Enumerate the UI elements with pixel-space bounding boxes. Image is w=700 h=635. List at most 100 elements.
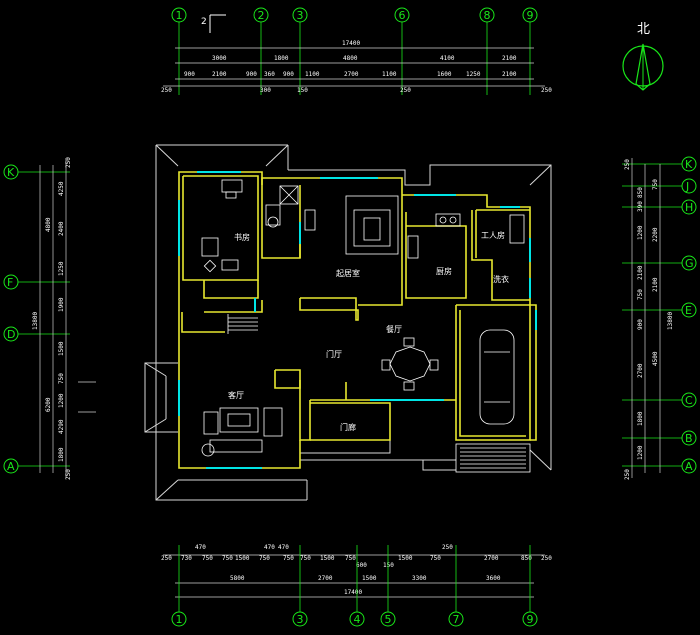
svg-text:E: E	[685, 304, 692, 317]
axis-marker: G	[681, 255, 697, 271]
room-label-dining: 餐厅	[386, 325, 402, 334]
svg-text:3: 3	[297, 613, 304, 626]
room-labels: 书房 起居室 厨房 工人房 洗衣 餐厅 门厅 客厅 门廊	[228, 230, 509, 432]
svg-text:2100: 2100	[637, 265, 644, 280]
svg-text:470: 470	[195, 544, 206, 551]
windows	[178, 171, 537, 469]
svg-text:1200: 1200	[58, 393, 65, 408]
roof-outline	[144, 144, 552, 501]
room-label-maid: 工人房	[481, 230, 505, 240]
svg-text:1: 1	[176, 613, 183, 626]
right-total-dim: 13800	[667, 312, 674, 330]
svg-text:1800: 1800	[274, 55, 289, 62]
room-label-bedroom: 起居室	[336, 268, 360, 278]
svg-text:3: 3	[297, 9, 304, 22]
svg-text:1: 1	[176, 9, 183, 22]
svg-text:730: 730	[181, 555, 192, 562]
svg-text:5: 5	[385, 613, 392, 626]
axis-marker: B	[681, 430, 697, 446]
svg-text:250: 250	[624, 159, 631, 170]
svg-text:1250: 1250	[58, 261, 65, 276]
axis-marker: 5	[380, 611, 396, 627]
svg-text:8: 8	[484, 9, 491, 22]
svg-text:300: 300	[260, 87, 271, 94]
svg-text:3000: 3000	[212, 55, 227, 62]
north-arrow: 北	[622, 22, 664, 91]
svg-text:900: 900	[246, 71, 257, 78]
top-total-dim: 17400	[342, 40, 360, 47]
left-total-dim: 13800	[32, 312, 39, 330]
svg-text:A: A	[7, 460, 15, 473]
svg-text:B: B	[685, 432, 693, 445]
svg-text:4800: 4800	[343, 55, 358, 62]
svg-text:2100: 2100	[212, 71, 227, 78]
room-label-foyer: 门厅	[326, 349, 342, 359]
bottom-dimensions: 730 750 750 1500 750 750 750 1500 750 15…	[161, 544, 552, 598]
svg-text:900: 900	[283, 71, 294, 78]
svg-text:750: 750	[259, 555, 270, 562]
svg-text:7: 7	[453, 613, 460, 626]
svg-text:1100: 1100	[382, 71, 397, 78]
svg-text:D: D	[7, 328, 15, 341]
svg-text:9: 9	[527, 9, 534, 22]
axis-marker: A	[681, 458, 697, 474]
svg-text:J: J	[685, 180, 689, 193]
svg-text:1250: 1250	[466, 71, 481, 78]
axis-marker: 1	[171, 611, 187, 627]
svg-text:390: 390	[637, 201, 644, 212]
svg-text:H: H	[685, 201, 693, 214]
axis-marker: 3	[292, 611, 308, 627]
axis-marker: J	[681, 178, 697, 194]
svg-text:2200: 2200	[652, 227, 659, 242]
svg-text:1800: 1800	[637, 411, 644, 426]
walls	[178, 171, 537, 469]
svg-text:750: 750	[430, 555, 441, 562]
svg-text:470: 470	[264, 544, 275, 551]
svg-text:3300: 3300	[412, 575, 427, 582]
room-label-living: 客厅	[228, 390, 244, 400]
svg-text:2700: 2700	[484, 555, 499, 562]
left-dimensions: 13800 4800 6200 4250 2400 1250 1900 1500…	[32, 157, 96, 480]
svg-text:6200: 6200	[45, 397, 52, 412]
svg-text:K: K	[7, 166, 15, 179]
axis-marker: 6	[394, 7, 410, 23]
svg-text:2700: 2700	[344, 71, 359, 78]
right-axis-markers: K J H G E C B A	[622, 156, 697, 474]
svg-text:750: 750	[202, 555, 213, 562]
svg-text:5800: 5800	[230, 575, 245, 582]
axis-marker: F	[3, 274, 19, 290]
svg-text:900: 900	[184, 71, 195, 78]
svg-text:6: 6	[399, 9, 406, 22]
svg-text:2: 2	[201, 17, 207, 27]
svg-text:1600: 1600	[437, 71, 452, 78]
svg-text:2400: 2400	[58, 221, 65, 236]
north-label: 北	[637, 22, 650, 37]
bottom-total-dim: 17400	[344, 589, 362, 596]
svg-text:4290: 4290	[58, 419, 65, 434]
svg-text:750: 750	[58, 373, 65, 384]
svg-text:1500: 1500	[362, 575, 377, 582]
top-dimensions: 17400 3000 1800 4800 4100 2100 900 2100 …	[161, 40, 552, 94]
svg-text:F: F	[7, 276, 13, 289]
svg-text:470: 470	[278, 544, 289, 551]
room-label-porch: 门廊	[340, 422, 356, 432]
svg-text:1500: 1500	[398, 555, 413, 562]
svg-text:2700: 2700	[637, 363, 644, 378]
left-axis-markers: K F D A	[3, 164, 70, 474]
axis-marker: 3	[292, 7, 308, 23]
svg-text:4250: 4250	[58, 181, 65, 196]
svg-text:4100: 4100	[440, 55, 455, 62]
right-dimensions: 250 250 850 390 1200 2100 750 900 2700 1…	[624, 158, 674, 480]
section-mark: 2	[201, 14, 226, 33]
svg-text:750: 750	[637, 289, 644, 300]
svg-text:1500: 1500	[235, 555, 250, 562]
axis-marker: K	[681, 156, 697, 172]
svg-text:150: 150	[297, 87, 308, 94]
svg-text:250: 250	[624, 469, 631, 480]
svg-text:2100: 2100	[502, 55, 517, 62]
svg-text:A: A	[685, 460, 693, 473]
room-label-study: 书房	[234, 232, 250, 242]
svg-text:9: 9	[527, 613, 534, 626]
svg-text:250: 250	[65, 469, 72, 480]
svg-text:150: 150	[383, 562, 394, 569]
